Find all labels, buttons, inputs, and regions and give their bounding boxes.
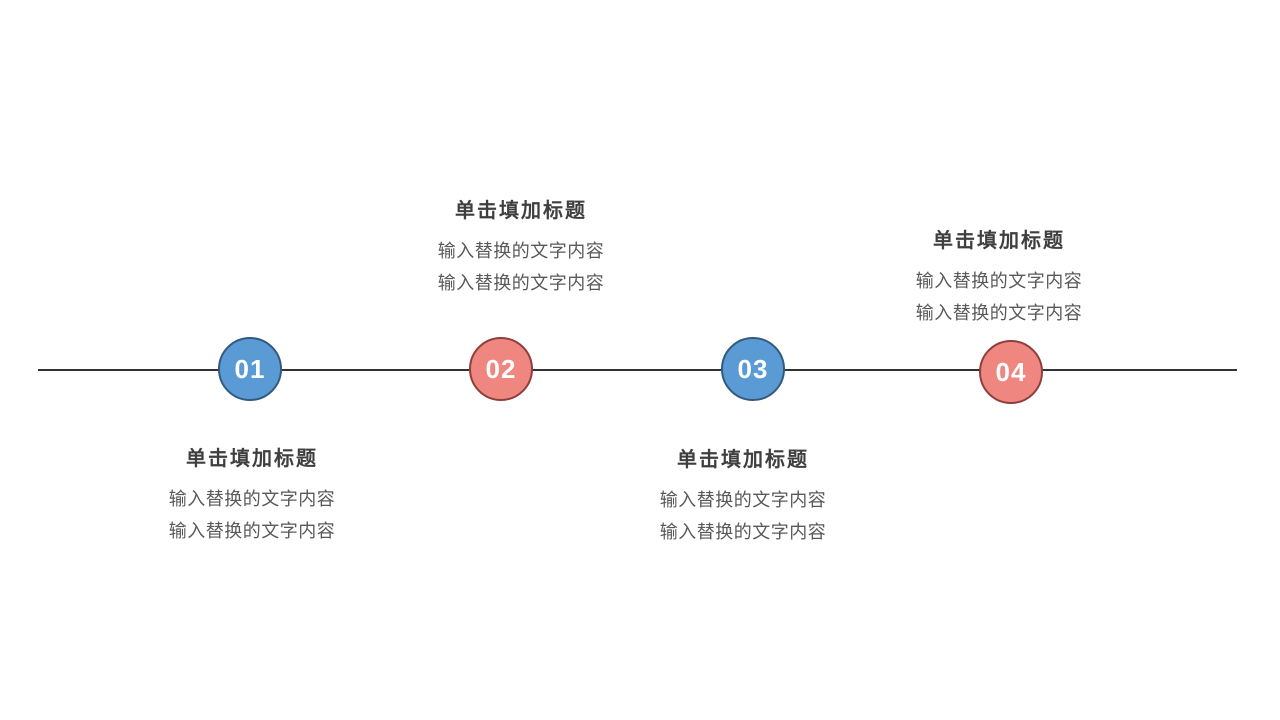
text-block-03[interactable]: 单击填加标题 输入替换的文字内容 输入替换的文字内容 <box>660 449 827 548</box>
block-body-line: 输入替换的文字内容 <box>168 521 336 541</box>
block-title: 单击填加标题 <box>186 448 318 470</box>
timeline-node-02[interactable]: 02 <box>469 337 533 401</box>
block-body-line: 输入替换的文字内容 <box>437 273 605 293</box>
timeline-node-01[interactable]: 01 <box>218 337 282 401</box>
block-title: 单击填加标题 <box>455 200 587 222</box>
text-block-02[interactable]: 单击填加标题 输入替换的文字内容 输入替换的文字内容 <box>438 200 605 299</box>
text-block-01[interactable]: 单击填加标题 输入替换的文字内容 输入替换的文字内容 <box>169 448 336 547</box>
node-number: 02 <box>485 354 517 384</box>
timeline-node-03[interactable]: 03 <box>721 337 785 401</box>
block-title: 单击填加标题 <box>933 230 1065 252</box>
node-number: 04 <box>995 357 1027 387</box>
block-body-line: 输入替换的文字内容 <box>915 303 1083 323</box>
block-title: 单击填加标题 <box>677 449 809 471</box>
block-body-line: 输入替换的文字内容 <box>659 522 827 542</box>
timeline-node-04[interactable]: 04 <box>979 340 1043 404</box>
block-body-line: 输入替换的文字内容 <box>915 271 1083 291</box>
block-body-line: 输入替换的文字内容 <box>168 489 336 509</box>
node-number: 01 <box>234 354 266 384</box>
block-body-line: 输入替换的文字内容 <box>437 241 605 261</box>
block-body-line: 输入替换的文字内容 <box>659 490 827 510</box>
node-number: 03 <box>737 354 769 384</box>
text-block-04[interactable]: 单击填加标题 输入替换的文字内容 输入替换的文字内容 <box>916 230 1083 329</box>
timeline-line <box>38 369 1237 371</box>
